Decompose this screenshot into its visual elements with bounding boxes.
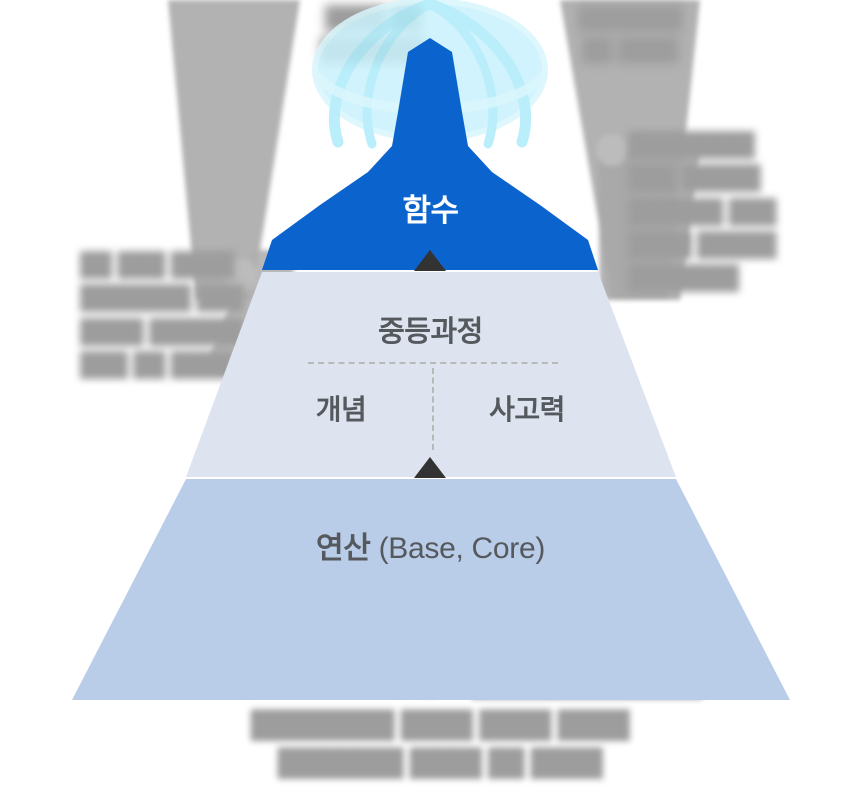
- tier-top-label: 함수: [402, 193, 459, 228]
- tier-bottom-label-paren: (Base, Core): [370, 532, 546, 565]
- divider-vertical-dashed: [432, 368, 434, 450]
- arrow-bottom-to-mid: [414, 457, 446, 478]
- tier-bottom-label: 연산 (Base, Core): [0, 523, 861, 567]
- tier-top-shape: [262, 38, 598, 270]
- divider-horizontal-dashed: [308, 362, 558, 364]
- tier-bottom-label-main: 연산: [315, 532, 371, 565]
- watermark-top-right: ███████ ██ ████: [577, 5, 683, 62]
- watermark-bottom-caption: ████████ ████ ████ ████ ███████ ████ ██ …: [250, 709, 630, 777]
- watermark-left: ██ ███ ████ ███████ ███ ████ ██████ ███ …: [80, 251, 244, 378]
- tier-middle-sublabel-right: 사고력: [489, 394, 565, 425]
- tier-bottom-shape: [72, 479, 790, 700]
- watermark-right: ████████ ███ █████ ██████ ███ ████ █████…: [628, 131, 777, 291]
- tier-middle-sublabel-left: 개념: [315, 394, 367, 425]
- arrow-mid-to-top: [414, 250, 446, 271]
- tier-middle-shape: [186, 272, 676, 477]
- tier-middle-label: 중등과정: [378, 316, 483, 348]
